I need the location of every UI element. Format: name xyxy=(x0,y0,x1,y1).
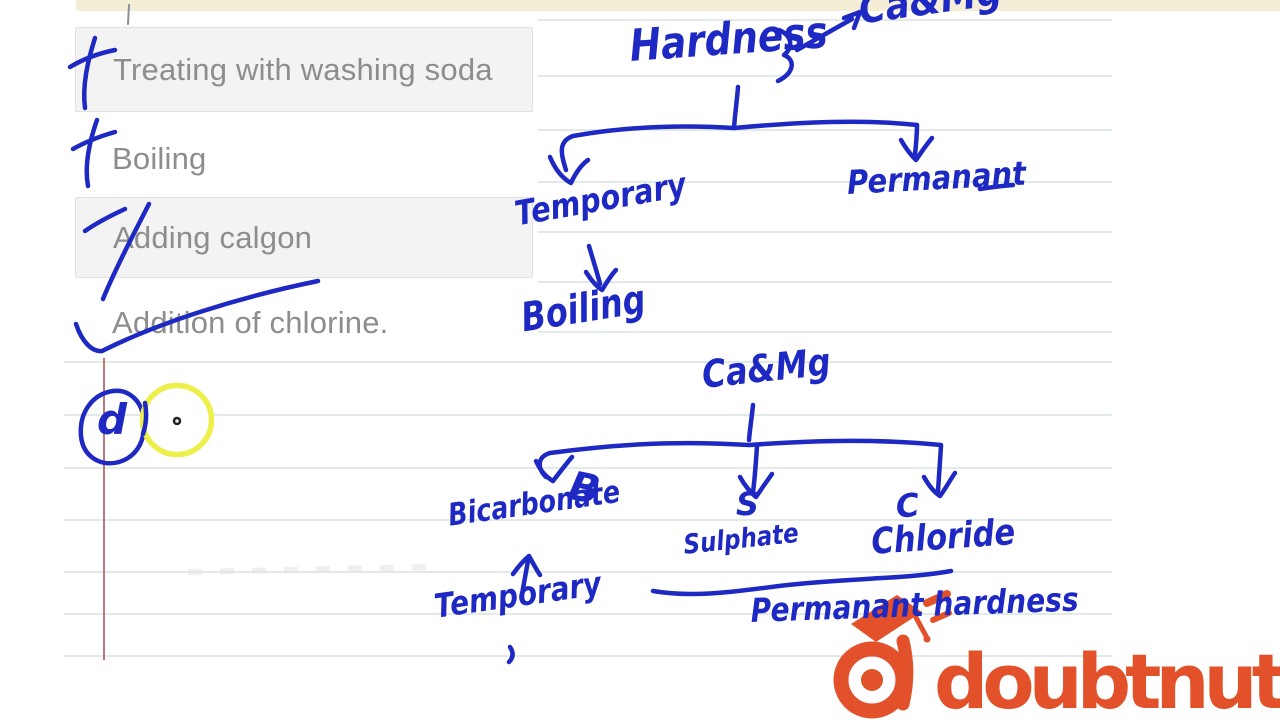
hw-answer-letter: d xyxy=(97,395,128,444)
hw-letter-s: S xyxy=(736,485,760,523)
ghost-ink-bleed xyxy=(187,564,437,575)
option-adding-calgon[interactable]: Adding calgon xyxy=(75,197,533,278)
option-label: Adding calgon xyxy=(113,219,313,255)
option-label: Boiling xyxy=(112,141,207,176)
top-accent-bar xyxy=(76,0,1280,11)
option-addition-of-chlorine[interactable]: Addition of chlorine. xyxy=(75,293,533,353)
option-boiling[interactable]: Boiling xyxy=(75,126,533,192)
options-list: Treating with washing soda Boiling Addin… xyxy=(64,14,536,356)
option-label: Treating with washing soda xyxy=(113,51,493,87)
option-label: Addition of chlorine. xyxy=(112,305,389,340)
option-treating-washing-soda[interactable]: Treating with washing soda xyxy=(75,27,533,112)
doubtnut-logo-text: doubtnut xyxy=(934,637,1280,726)
